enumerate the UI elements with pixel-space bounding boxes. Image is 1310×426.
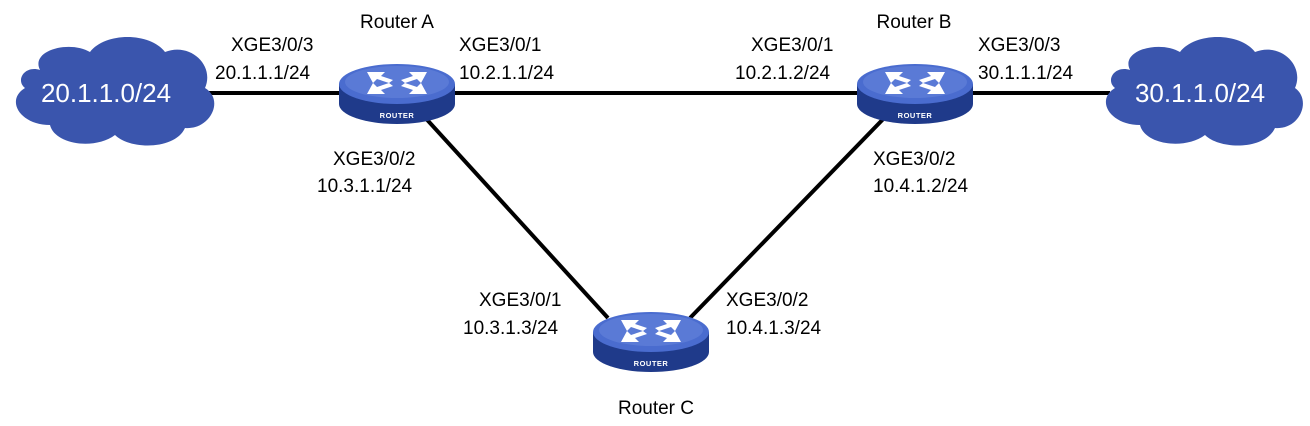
c-xge2-ip: 10.4.1.3/24	[726, 318, 822, 339]
cloud-left: 20.1.1.0/24	[15, 37, 215, 146]
router-a-badge: ROUTER	[380, 111, 415, 120]
cloud-left-label: 20.1.1.0/24	[41, 78, 171, 108]
b-xge3-port: XGE3/0/3	[978, 35, 1060, 56]
router-b-badge: ROUTER	[898, 111, 933, 120]
c-xge2-port: XGE3/0/2	[726, 290, 808, 311]
b-xge3-ip: 30.1.1.1/24	[978, 63, 1074, 84]
b-xge2-ip: 10.4.1.2/24	[873, 176, 969, 197]
b-xge1-port: XGE3/0/1	[751, 35, 833, 56]
a-xge2-port: XGE3/0/2	[333, 149, 415, 170]
router-a-name: Router A	[360, 12, 434, 33]
link-router-a-router-c	[418, 110, 610, 320]
a-xge1-port: XGE3/0/1	[459, 35, 541, 56]
a-xge3-port: XGE3/0/3	[231, 35, 313, 56]
router-b-name: Router B	[877, 12, 952, 33]
a-xge2-ip: 10.3.1.1/24	[317, 176, 413, 197]
cloud-right: 30.1.1.0/24	[1105, 37, 1303, 146]
c-xge1-port: XGE3/0/1	[479, 290, 561, 311]
c-xge1-ip: 10.3.1.3/24	[463, 318, 559, 339]
a-xge1-ip: 10.2.1.1/24	[459, 63, 555, 84]
router-c: ROUTER	[593, 312, 709, 372]
cloud-right-label: 30.1.1.0/24	[1135, 78, 1265, 108]
router-b: ROUTER	[857, 64, 973, 124]
b-xge1-ip: 10.2.1.2/24	[735, 63, 831, 84]
router-c-name: Router C	[618, 398, 694, 419]
link-router-b-router-c	[688, 110, 892, 320]
b-xge2-port: XGE3/0/2	[873, 149, 955, 170]
router-c-badge: ROUTER	[634, 359, 669, 368]
a-xge3-ip: 20.1.1.1/24	[215, 63, 311, 84]
router-a: ROUTER	[339, 64, 455, 124]
